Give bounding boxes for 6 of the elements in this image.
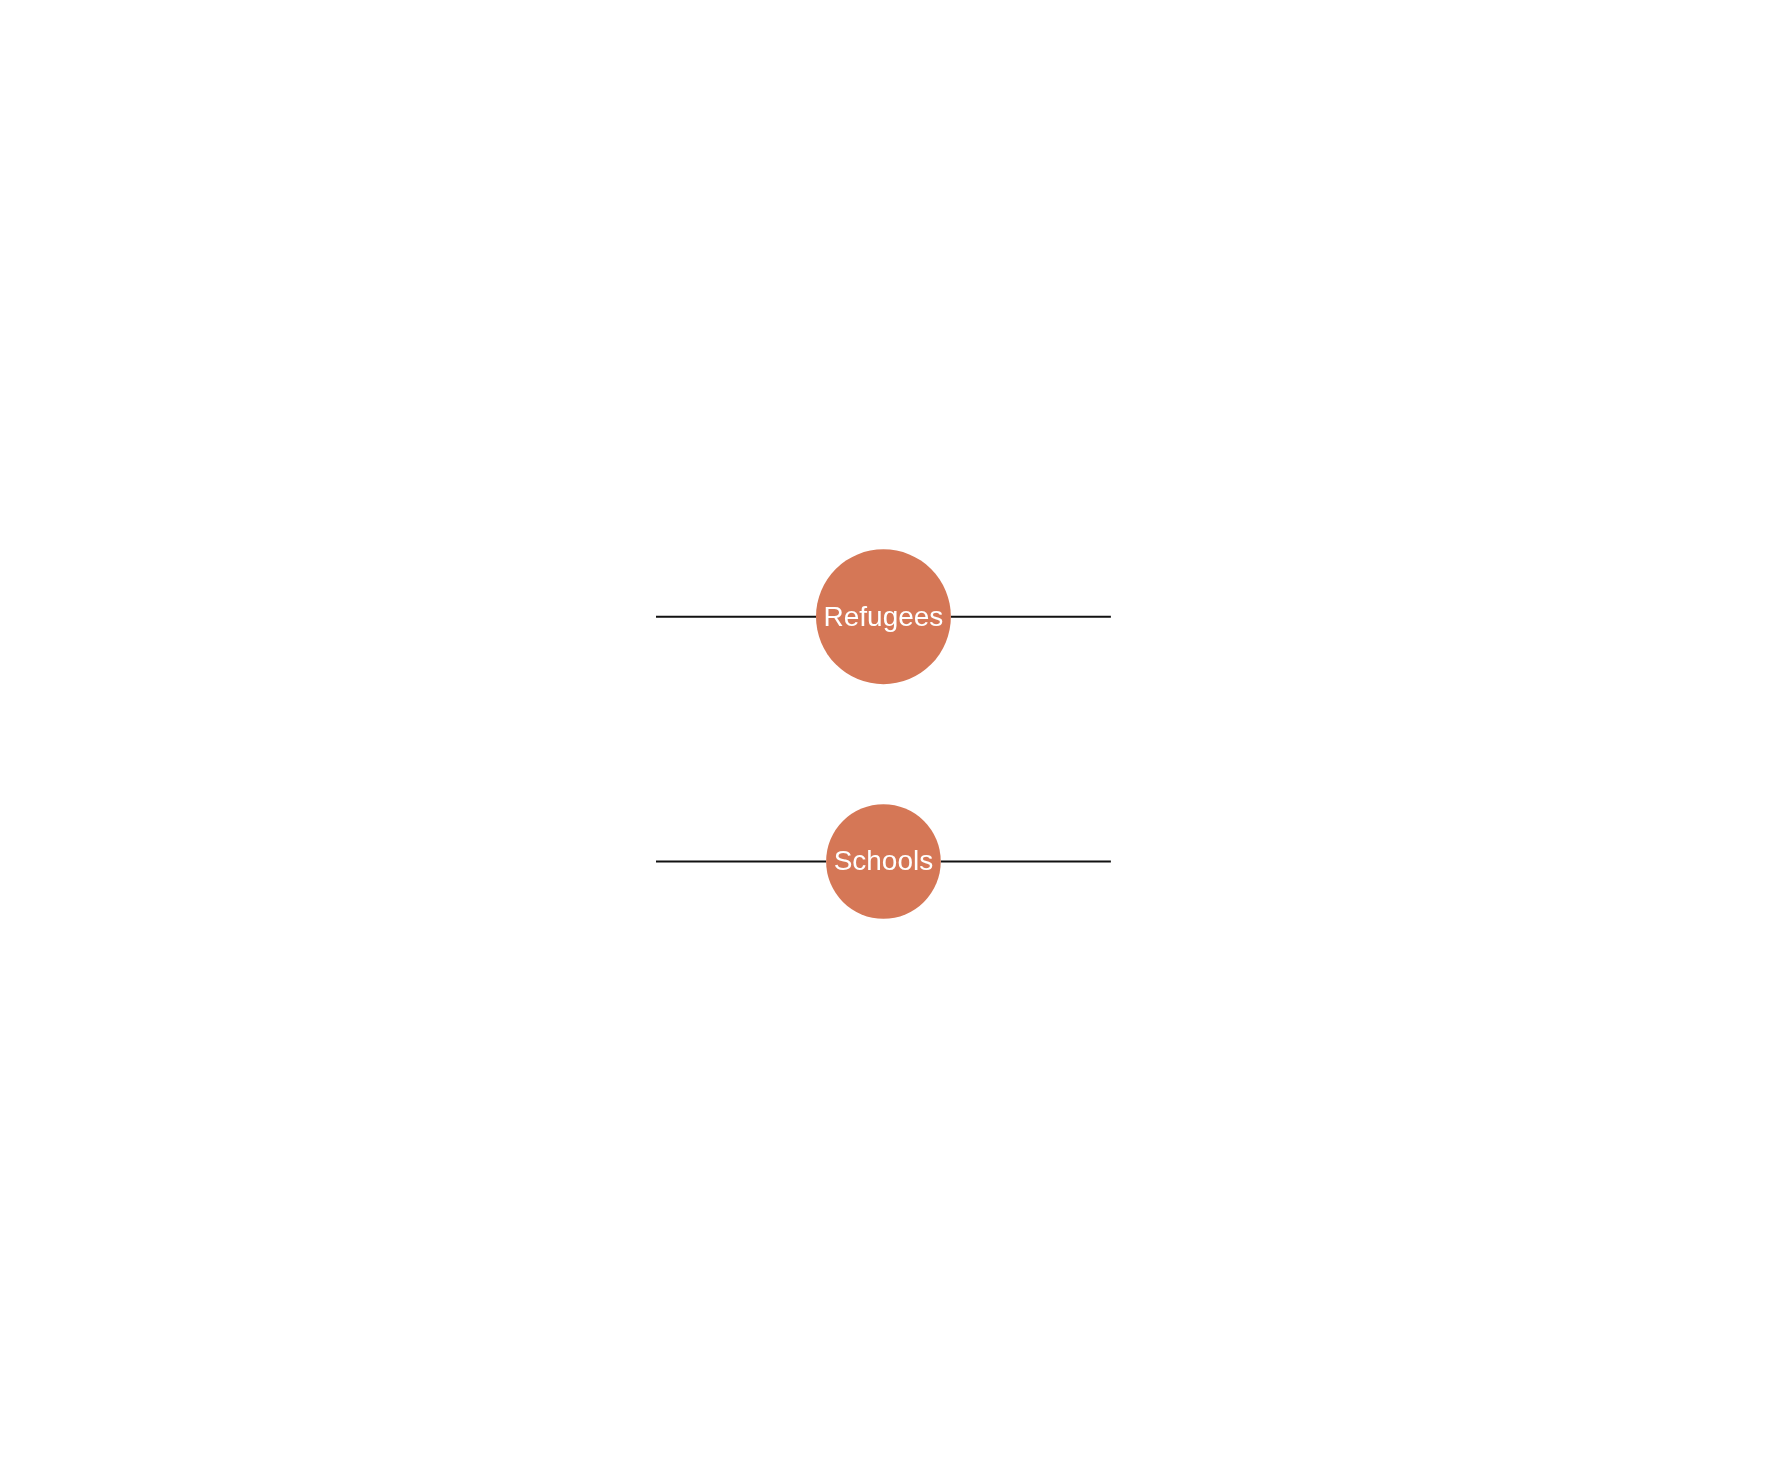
- connector: [654, 615, 817, 618]
- node-circle: Schools: [825, 804, 941, 919]
- connector: [939, 860, 1112, 863]
- connector: [949, 615, 1112, 618]
- connector: [654, 860, 827, 863]
- node-circle: Refugees: [815, 549, 951, 685]
